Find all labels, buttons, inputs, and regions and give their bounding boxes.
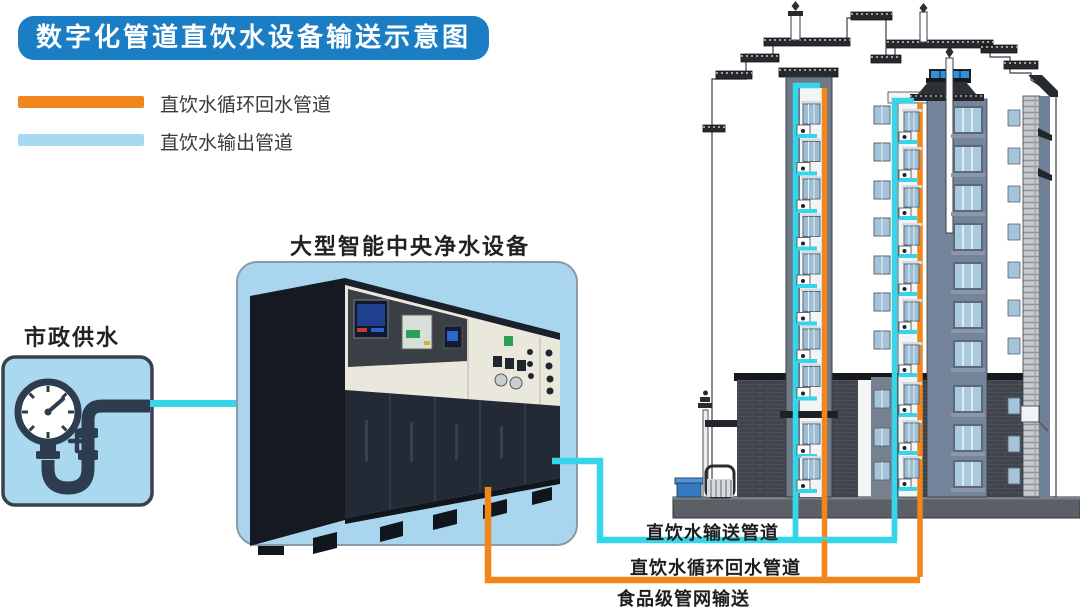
equipment-label: 大型智能中央净水设备 — [289, 235, 530, 260]
legend-label-output: 直饮水输出管道 — [160, 132, 294, 154]
food-grade-pipe-label: 食品级管网输送 — [617, 589, 750, 608]
municipal-supply-pipe — [150, 400, 240, 407]
legend-swatch-return — [18, 96, 144, 108]
stair-tower — [1020, 95, 1052, 498]
street-lamp — [698, 390, 737, 498]
pressure-gauge-valve-icon — [14, 378, 150, 495]
return-pipe-run — [484, 487, 920, 584]
legend-swatch-output — [18, 134, 144, 146]
page-title: 数字化管道直饮水设备输送示意图 — [18, 16, 490, 60]
machine-controls — [467, 319, 554, 409]
return-pipe-label: 直饮水循环回水管道 — [630, 558, 801, 579]
roof-finials — [788, 1, 928, 43]
roof-caps — [702, 11, 1058, 133]
vent-pole — [945, 46, 954, 234]
legend-label-return: 直饮水循环回水管道 — [160, 94, 332, 116]
municipal-water-box — [1, 355, 154, 507]
base-plinth — [672, 496, 1080, 519]
podium-white-strip — [858, 380, 873, 497]
delivery-pipe-run — [552, 457, 897, 544]
delivery-pipe-riser-middle — [891, 97, 914, 540]
dumpster — [674, 477, 704, 498]
cart — [704, 464, 736, 499]
plinth-highlight — [673, 497, 1080, 500]
municipal-supply-label: 市政供水 — [24, 326, 121, 351]
machine-feet — [258, 487, 552, 555]
chase-rail — [780, 411, 838, 418]
machine-display-screen — [353, 299, 463, 350]
delivery-pipe-riser-left — [792, 82, 820, 540]
delivery-pipe-label: 直饮水输送管道 — [646, 523, 779, 544]
apartment-building — [672, 1, 1080, 577]
water-purifier-machine — [250, 278, 560, 555]
